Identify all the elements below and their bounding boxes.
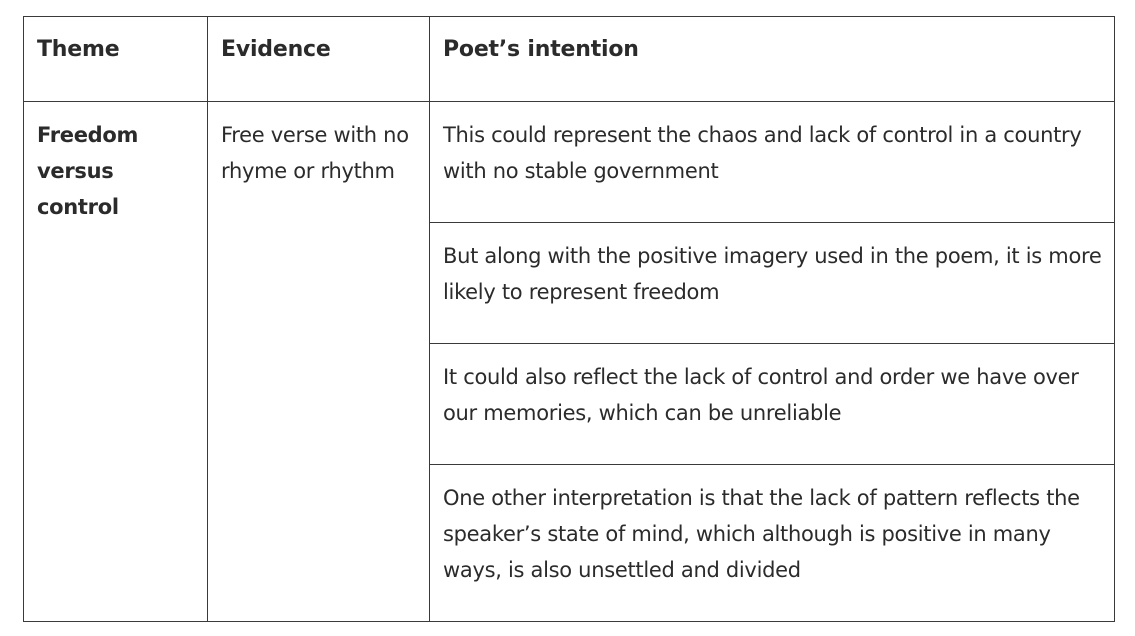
header-theme: Theme <box>37 37 120 62</box>
intention-cell: It could also reflect the lack of contro… <box>429 343 1115 465</box>
evidence-text: Free verse with no rhyme or rhythm <box>221 123 409 183</box>
table-row: One other interpretation is that the lac… <box>24 464 1115 622</box>
intention-text: But along with the positive imagery used… <box>443 244 1102 304</box>
header-cell-evidence: Evidence <box>207 16 430 102</box>
header-evidence: Evidence <box>221 37 331 62</box>
theme-cell: Freedom versus control <box>23 101 208 622</box>
theme-text: Freedom versus control <box>37 123 139 219</box>
header-intention: Poet’s intention <box>443 37 639 62</box>
intention-text: This could represent the chaos and lack … <box>443 123 1082 183</box>
poem-analysis-table: Theme Evidence Poet’s intention Freedom … <box>23 16 1115 622</box>
intention-text: One other interpretation is that the lac… <box>443 486 1080 582</box>
evidence-cell: Free verse with no rhyme or rhythm <box>207 101 430 622</box>
intention-cell: One other interpretation is that the lac… <box>429 464 1115 622</box>
intention-cell: But along with the positive imagery used… <box>429 222 1115 344</box>
header-cell-intention: Poet’s intention <box>429 16 1115 102</box>
header-row: Theme Evidence Poet’s intention <box>23 16 1115 102</box>
intention-text: It could also reflect the lack of contro… <box>443 365 1079 425</box>
intention-cell: This could represent the chaos and lack … <box>429 101 1115 223</box>
table-row: But along with the positive imagery used… <box>24 222 1115 344</box>
table-row: Freedom versus control Free verse with n… <box>23 101 1115 622</box>
header-cell-theme: Theme <box>23 16 208 102</box>
